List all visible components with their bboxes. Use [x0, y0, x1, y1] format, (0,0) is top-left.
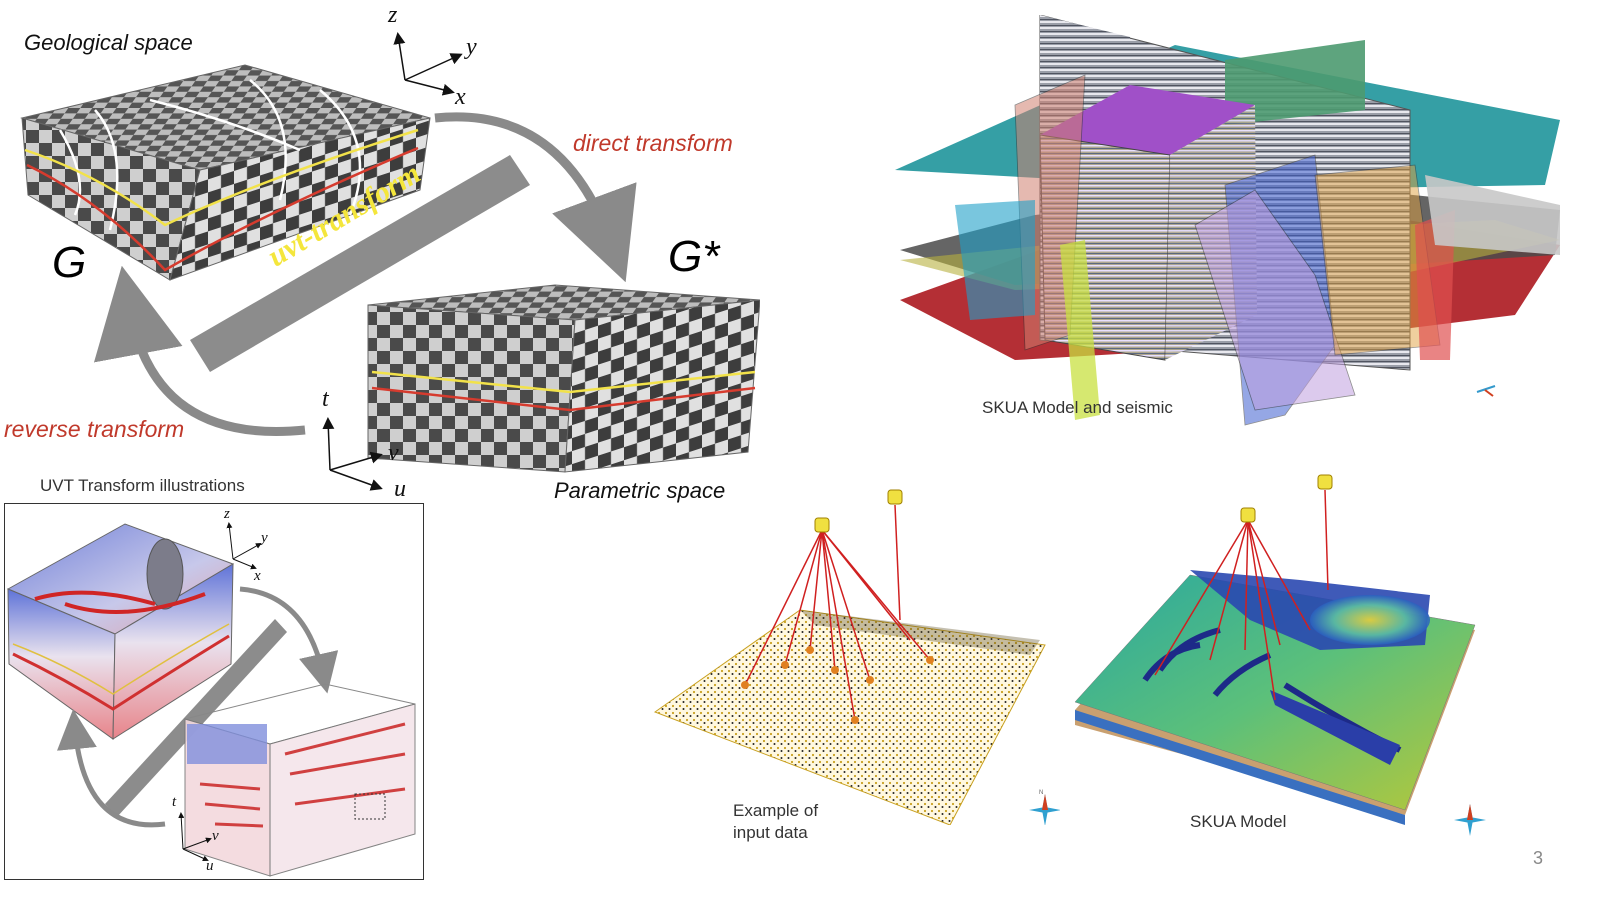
g-label: G — [52, 238, 87, 287]
inset-axis-x: x — [254, 568, 261, 584]
direct-transform-label: direct transform — [573, 130, 733, 156]
reverse-transform-label: reverse transform — [4, 416, 185, 442]
parametric-space-label: Parametric space — [554, 478, 726, 503]
input-data-caption: Example of input data — [733, 800, 818, 844]
uvt-transform-bar — [190, 155, 530, 372]
axis-x-label: x — [455, 84, 466, 110]
inset-axis-v: v — [212, 828, 219, 844]
axis-t-label: t — [322, 386, 329, 412]
axis-v-label: v — [388, 440, 399, 466]
seismic-caption: SKUA Model and seismic — [982, 398, 1173, 417]
reverse-transform-arrow — [93, 265, 306, 436]
geological-space-label: Geological space — [24, 30, 193, 55]
inset-axis-t: t — [172, 794, 177, 810]
geological-block — [20, 64, 431, 281]
tvu-axes — [322, 417, 383, 491]
axis-z-label: z — [388, 2, 398, 28]
uvt-caption: UVT Transform illustrations — [40, 476, 245, 495]
input-data-figure — [653, 489, 1060, 825]
skua-model-caption: SKUA Model — [1190, 812, 1287, 831]
axis-y-label: y — [466, 34, 477, 60]
direct-transform-arrow — [434, 112, 637, 283]
input-caption-line2: input data — [733, 823, 808, 842]
page-number: 3 — [1533, 848, 1544, 868]
uvt-diagram — [20, 32, 760, 491]
axis-u-label: u — [394, 476, 406, 502]
input-compass-n: N — [1039, 790, 1044, 796]
g-star-label: G* — [668, 232, 720, 281]
skua-model-figure — [1074, 474, 1486, 836]
seismic-figure — [895, 15, 1560, 426]
input-caption-line1: Example of — [733, 801, 819, 820]
uvt-inset-figure — [6, 522, 416, 877]
inset-axis-u: u — [206, 858, 214, 874]
parametric-block — [367, 284, 760, 473]
xyz-axes — [393, 32, 463, 96]
inset-axis-y: y — [261, 530, 268, 546]
inset-axis-z: z — [224, 506, 230, 522]
